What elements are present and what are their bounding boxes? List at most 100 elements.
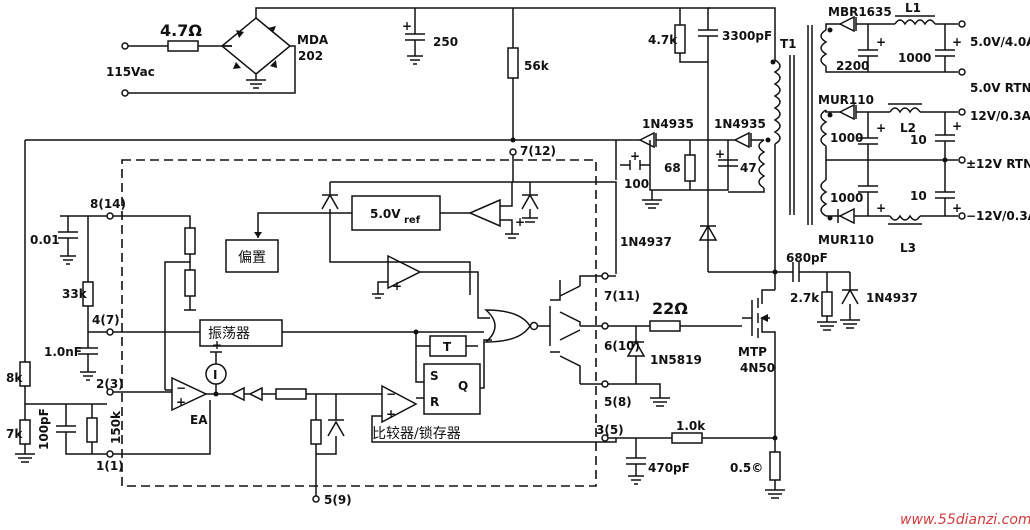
svg-text:+: + xyxy=(952,35,962,49)
label-r150k: 150k xyxy=(109,410,123,444)
svg-text:−: − xyxy=(386,387,396,401)
label-c1000c: 1000 xyxy=(830,191,863,205)
svg-text:+: + xyxy=(386,407,396,421)
svg-text:+: + xyxy=(176,395,186,409)
ac-terminal-bottom xyxy=(121,89,129,97)
mosfet-mtp4n50: MTP 4N50 xyxy=(738,289,776,440)
label-r7k: 7k xyxy=(6,427,23,441)
latch-block: T S Q R xyxy=(413,329,492,415)
svg-text:+: + xyxy=(402,19,412,33)
label-pin-3-5: 3(5) xyxy=(596,423,624,437)
error-amplifier xyxy=(171,376,208,412)
label-l1: L1 xyxy=(905,1,921,15)
label-c10a: 10 xyxy=(910,133,927,147)
label-1n4935b: 1N4935 xyxy=(714,117,766,131)
oscillator-section: 振荡器 4(7) 1.0nF xyxy=(44,313,484,381)
label-1n4937b: 1N4937 xyxy=(866,291,918,305)
nor-gate xyxy=(484,309,531,343)
svg-text:+: + xyxy=(515,215,525,229)
label-s-latch: S xyxy=(430,369,439,383)
uvlo-comparator: + xyxy=(372,254,490,319)
label-c10b: 10 xyxy=(910,189,927,203)
clamp-snubber: 1N4937 680pF 2.7k 1N4937 xyxy=(620,224,918,331)
bulk-capacitor: + 250 xyxy=(402,8,458,65)
label-ea: EA xyxy=(190,413,208,427)
bridge-rectifier xyxy=(220,17,292,75)
label-i-sym: I xyxy=(213,368,217,382)
resistor-4r7 xyxy=(167,40,199,52)
svg-text:+: + xyxy=(876,121,886,135)
label-c100: 100 xyxy=(624,177,649,191)
svg-text:+: + xyxy=(392,279,402,293)
label-r8k: 8k xyxy=(6,371,23,385)
label-r68: 68 xyxy=(664,161,681,175)
label-mtp1: MTP xyxy=(738,345,767,359)
label-ref: 5.0V xyxy=(370,207,401,221)
label-t-latch: T xyxy=(443,340,452,354)
label-vac: 115Vac xyxy=(106,65,155,79)
label-r-latch: R xyxy=(430,395,439,409)
label-out12v: 12V/0.3A xyxy=(970,109,1030,123)
label-r47k: 4.7k xyxy=(648,33,678,47)
label-bias: 偏置 xyxy=(238,250,266,266)
svg-text:−: − xyxy=(176,381,186,395)
label-mur-top: MUR110 xyxy=(818,93,874,107)
label-out5v: 5.0V/4.0A xyxy=(970,35,1030,49)
label-pin-5-9: 5(9) xyxy=(324,493,352,507)
output-12v: + + MUR110 L2 12V/0.3A 1000 10 ±12V RTN xyxy=(818,93,1030,171)
label-pin-5-8: 5(8) xyxy=(604,395,632,409)
label-pin-2-3: 2(3) xyxy=(96,377,124,391)
bias-block: 偏置 xyxy=(225,239,279,273)
label-r22: 22Ω xyxy=(652,299,688,318)
pin-vcc: 7(12) 7(11) xyxy=(330,137,640,303)
label-mtp2: 4N50 xyxy=(740,361,775,375)
error-amp-section: − + I + 8k 2(3) 7k 100pF 150k 1(1) EA 5(… xyxy=(6,140,382,507)
nor-gate-driver: 6(10) 22Ω 1N5819 5(8) xyxy=(484,275,742,409)
ac-terminal-top xyxy=(121,42,129,50)
label-pin-8-14: 8(14) xyxy=(90,197,126,211)
output-m12v: + + 1000 10 −12V/0.3A MUR110 L3 xyxy=(818,160,1030,255)
label-c680: 680pF xyxy=(786,251,828,265)
label-r33k: 33k xyxy=(62,287,88,301)
label-l3: L3 xyxy=(900,241,916,255)
label-c001: 0.01 xyxy=(30,233,60,247)
bias-box xyxy=(225,239,279,273)
label-mur-bot: MUR110 xyxy=(818,233,874,247)
label-bridge-1: MDA xyxy=(297,33,329,47)
label-pin-4-7: 4(7) xyxy=(92,313,120,327)
svg-text:+: + xyxy=(876,201,886,215)
svg-text:+: + xyxy=(876,35,886,49)
label-pin-7-12: 7(12) xyxy=(520,144,556,158)
label-c1nf: 1.0nF xyxy=(44,345,82,359)
svg-text:+: + xyxy=(212,338,222,352)
svg-text:+: + xyxy=(715,147,725,161)
svg-text:+: + xyxy=(952,119,962,133)
label-c47: 47 xyxy=(740,161,757,175)
output-5v: + + MBR1635 L1 2200 1000 5.0V/4.0A 5.0V … xyxy=(825,1,1030,95)
label-pin-6-10: 6(10) xyxy=(604,339,640,353)
label-t1: T1 xyxy=(780,37,797,51)
label-1n5819: 1N5819 xyxy=(650,353,702,367)
label-outm12v: −12V/0.3A xyxy=(966,209,1030,223)
label-c3300: 3300pF xyxy=(722,29,772,43)
label-r-input: 4.7Ω xyxy=(160,21,202,40)
watermark: www.55dianzi.com xyxy=(900,512,1030,528)
transformer-t1: T1 xyxy=(758,25,833,230)
label-r56k: 56k xyxy=(524,59,550,73)
label-1n4935a: 1N4935 xyxy=(642,117,694,131)
label-c-bulk: 250 xyxy=(433,35,458,49)
label-bridge-2: 202 xyxy=(298,49,323,63)
reference-block: 5.0V ref + xyxy=(254,182,539,295)
label-ref-sub: ref xyxy=(404,215,421,226)
pin-8-14: 8(14) 0.01 33k xyxy=(30,197,196,390)
label-r27k: 2.7k xyxy=(790,291,820,305)
label-c100pf: 100pF xyxy=(37,408,51,450)
snubber: 4.7k 3300pF xyxy=(648,7,776,272)
label-out12rtn: ±12V RTN xyxy=(966,157,1030,171)
ic-package-boundary xyxy=(121,159,597,487)
label-c1000a: 1000 xyxy=(898,51,931,65)
label-1n4937a: 1N4937 xyxy=(620,235,672,249)
label-comp: 比较器/锁存器 xyxy=(372,426,461,442)
label-l2: L2 xyxy=(900,121,916,135)
